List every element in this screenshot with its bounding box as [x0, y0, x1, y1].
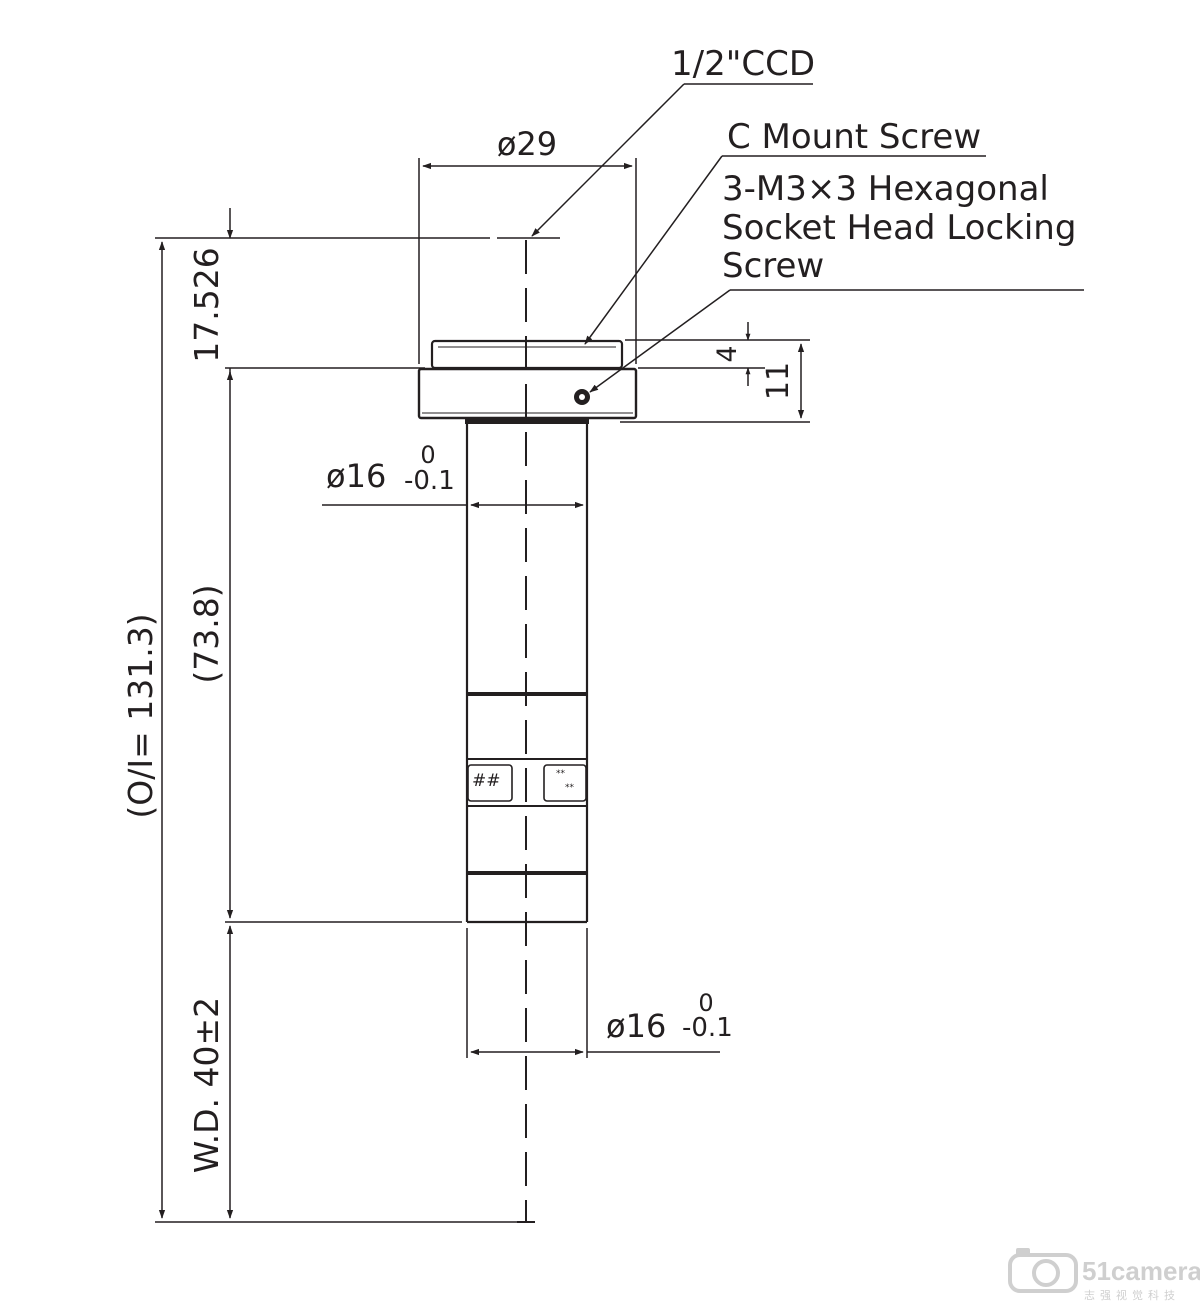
body-length-value: (73.8)	[187, 584, 226, 683]
lower-barrel-diameter-value: ø16	[606, 1007, 666, 1045]
locking-screw-hole	[574, 389, 590, 405]
watermark: 51camera 志强视觉科技	[1008, 1248, 1200, 1302]
barrel-window-left	[467, 764, 513, 802]
barrel-mark-right-bottom: **	[565, 783, 575, 793]
upper-barrel-diameter-value: ø16	[326, 457, 386, 495]
flange-height-value: 11	[761, 362, 796, 400]
barrel-mark-right-top: **	[556, 769, 566, 779]
locking-screw-label-line3: Screw	[722, 246, 824, 286]
upper-barrel-tol-lower: -0.1	[404, 466, 455, 496]
thread-height-value: 4	[712, 345, 743, 362]
flange-diameter-value: ø29	[497, 125, 557, 163]
dimension-lines	[158, 162, 805, 1219]
lens-flange	[417, 367, 638, 420]
object-to-image-value: (O/I= 131.3)	[121, 613, 160, 818]
c-mount-screw-label: C Mount Screw	[727, 117, 981, 157]
camera-logo-icon	[1008, 1248, 1078, 1293]
watermark-tagline: 志强视觉科技	[1084, 1288, 1180, 1302]
locking-screw-label-line1: 3-M3×3 Hexagonal	[722, 169, 1049, 209]
working-distance-value: W.D. 40±2	[187, 997, 226, 1173]
watermark-brand: 51camera	[1082, 1256, 1200, 1286]
sensor-format-label: 1/2"CCD	[671, 44, 815, 84]
lower-barrel-tol-lower: -0.1	[682, 1013, 733, 1043]
barrel-window-right	[543, 764, 587, 802]
optical-axis-centerline	[517, 240, 535, 1223]
flange-back-value: 17.526	[187, 247, 226, 362]
lower-barrel-tol-upper: 0	[698, 989, 713, 1017]
lens-body: ## ** **	[417, 339, 638, 924]
leader-lines	[531, 83, 1084, 393]
upper-barrel-tol-upper: 0	[420, 441, 435, 469]
locking-screw-label-line2: Socket Head Locking	[722, 208, 1076, 248]
extension-lines	[155, 158, 810, 1223]
barrel-mark-left: ##	[472, 771, 501, 791]
